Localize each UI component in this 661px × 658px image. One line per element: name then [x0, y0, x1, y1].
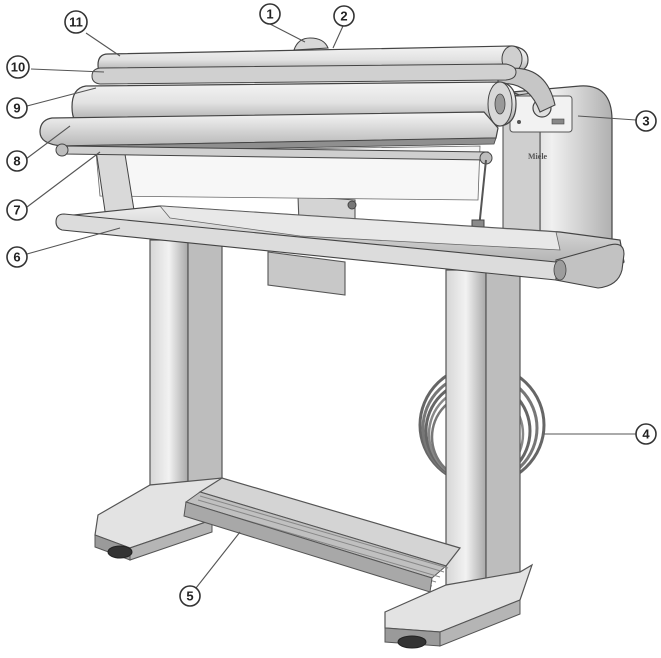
callout-11: 11 [64, 10, 88, 34]
feed-tray [55, 205, 625, 289]
callout-1: 1 [259, 3, 281, 25]
callout-5: 5 [179, 585, 201, 607]
callout-9: 9 [6, 97, 28, 119]
foot-pedal [183, 477, 462, 593]
svg-text:6: 6 [13, 250, 20, 265]
callout-7: 7 [6, 199, 28, 221]
right-leg [384, 261, 534, 649]
svg-text:1: 1 [266, 7, 273, 22]
svg-text:5: 5 [186, 589, 193, 604]
callout-4: 4 [635, 423, 657, 445]
leader-lines [25, 23, 637, 589]
top-switch [293, 37, 329, 51]
svg-text:4: 4 [642, 427, 650, 442]
svg-text:10: 10 [11, 60, 25, 75]
callout-3: 3 [635, 110, 657, 132]
svg-text:9: 9 [13, 101, 20, 116]
callout-8: 8 [6, 150, 28, 172]
svg-text:11: 11 [69, 15, 83, 30]
svg-text:3: 3 [642, 114, 649, 129]
svg-text:8: 8 [13, 154, 20, 169]
callout-6: 6 [6, 246, 28, 268]
roller-assembly [39, 37, 556, 255]
brand-logo: Miele [528, 152, 548, 161]
svg-text:7: 7 [13, 203, 20, 218]
callout-2: 2 [333, 5, 355, 27]
control-housing: Miele [502, 85, 613, 263]
svg-text:2: 2 [340, 9, 347, 24]
callout-10: 10 [6, 55, 30, 79]
